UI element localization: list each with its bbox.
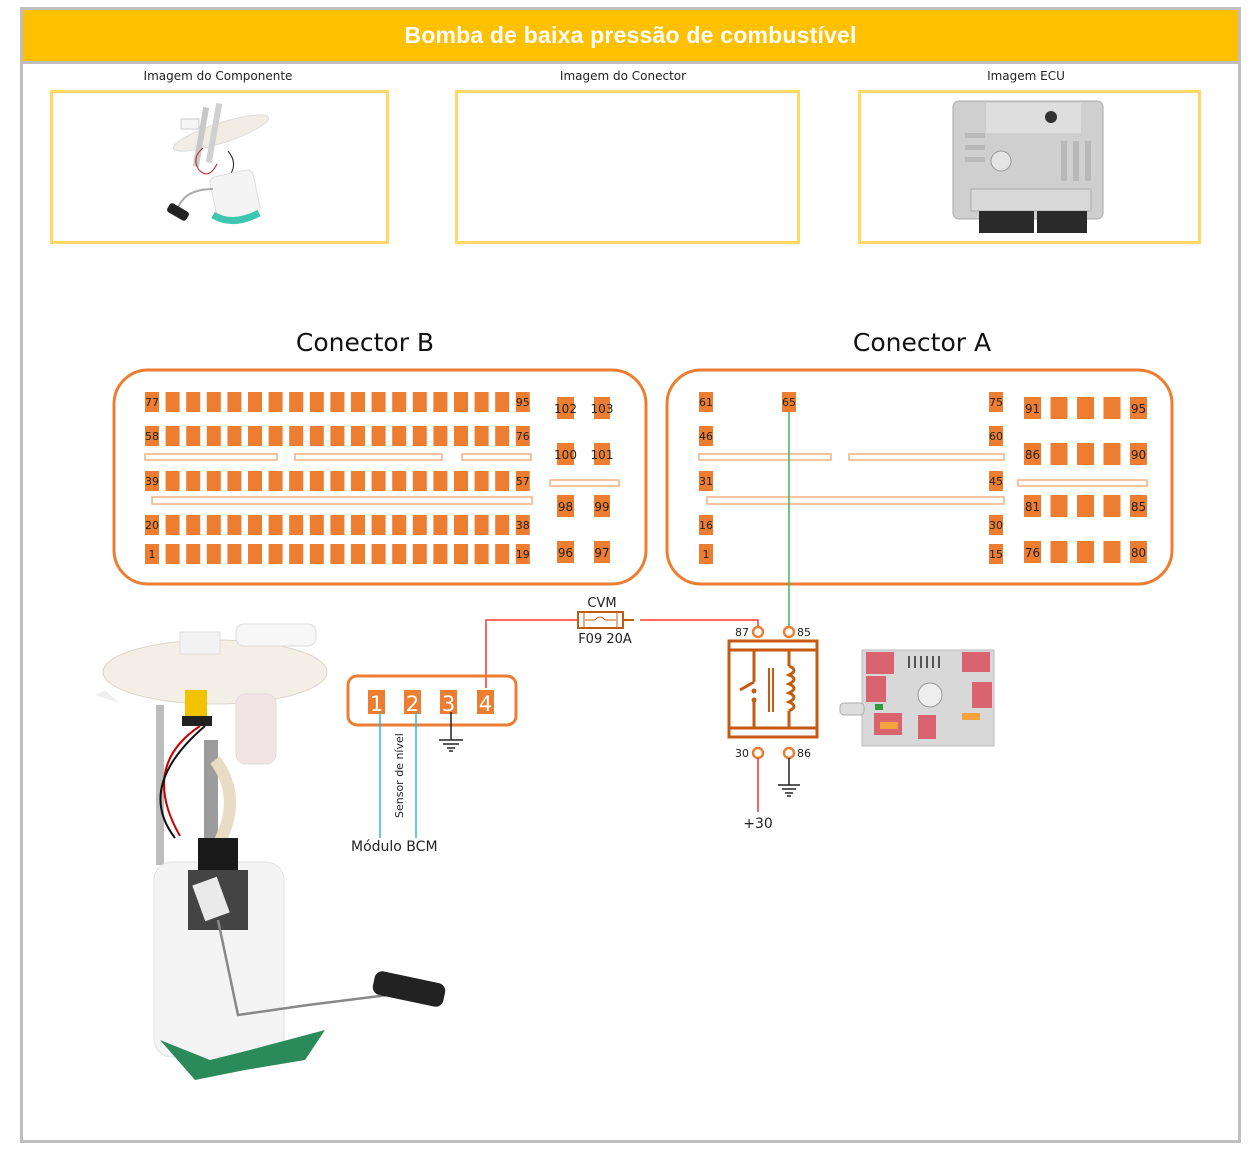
connector-b-title: Conector B: [295, 328, 435, 357]
connector-a-title: Conector A: [852, 328, 992, 357]
connector-image-label: Imagem do Conector: [559, 69, 687, 83]
page-frame: [20, 7, 1241, 1143]
page-title: Bomba de baixa pressão de combustível: [404, 22, 857, 48]
fuel-pump-thumbnail: [167, 102, 270, 224]
component-image-label: Imagem do Componente: [143, 69, 293, 83]
ecu-image-label: Imagem ECU: [987, 69, 1065, 83]
component-image-panel: [50, 90, 389, 244]
ecu-image-panel: [858, 90, 1201, 244]
connector-image-panel: [455, 90, 800, 244]
ecu-thumbnail: [952, 100, 1104, 233]
title-bar: Bomba de baixa pressão de combustível: [23, 10, 1238, 64]
